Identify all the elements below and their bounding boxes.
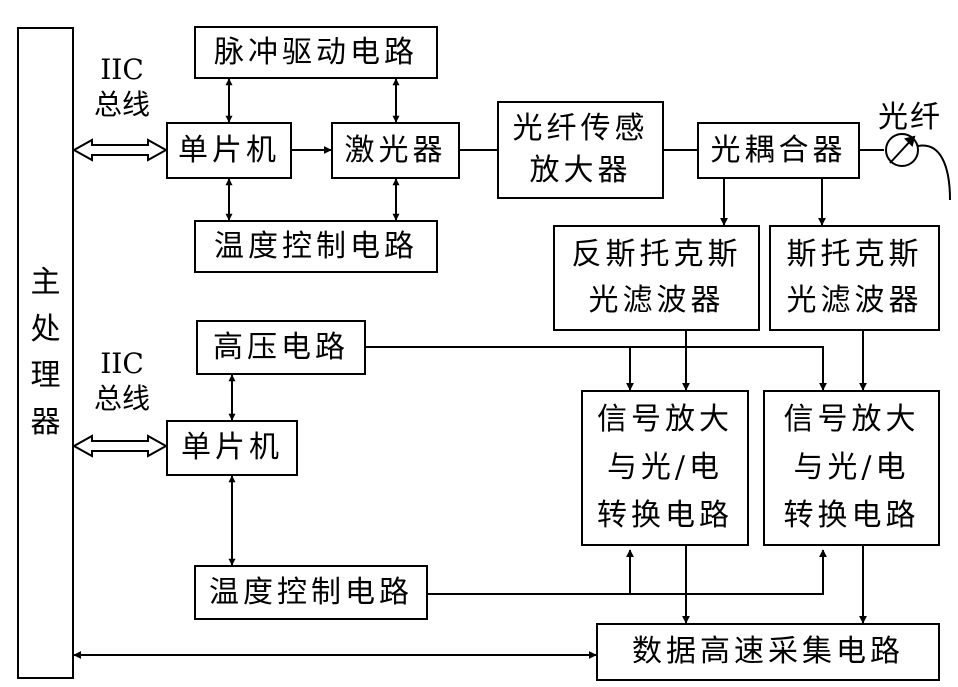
- top-iic-bus-arrow: [71, 138, 169, 162]
- top-mcu-box: 单片机: [166, 122, 292, 179]
- stokes-filter-box: 斯托克斯 光滤波器: [769, 225, 940, 331]
- top-bus-text: 总线: [93, 88, 150, 121]
- bottom-iic-text: IIC: [100, 347, 144, 380]
- bottom-iic-bus-label: IIC 总线: [86, 346, 158, 416]
- bottom-iic-bus-arrow: [71, 434, 169, 458]
- processor-char: 理: [30, 358, 61, 393]
- laser-box: 激光器: [331, 122, 460, 179]
- top-iic-bus-label: IIC 总线: [86, 52, 158, 122]
- anti-stokes-filter-box: 反斯托克斯 光滤波器: [553, 225, 760, 331]
- fiber-tail-line: [917, 144, 951, 201]
- main-processor-box: 主 处 理 器: [17, 27, 74, 679]
- data-acquisition-box: 数据高速采集电路: [596, 623, 940, 681]
- temp-control-feed-line: [428, 549, 827, 595]
- optical-coupler-box: 光耦合器: [697, 122, 860, 179]
- fiber-amplifier-box: 光纤传感 放大器: [497, 101, 664, 199]
- high-voltage-box: 高压电路: [196, 320, 366, 375]
- processor-char: 处: [30, 311, 61, 347]
- bottom-temp-control-box: 温度控制电路: [194, 565, 428, 620]
- converter-box-1: 信号放大 与光/电 转换电路: [581, 390, 749, 546]
- bottom-bus-text: 总线: [93, 382, 150, 415]
- top-iic-text: IIC: [100, 53, 144, 86]
- pulse-driver-box: 脉冲驱动电路: [194, 26, 438, 79]
- bottom-mcu-box: 单片机: [166, 420, 298, 476]
- converter-box-2: 信号放大 与光/电 转换电路: [763, 390, 940, 546]
- top-temp-control-box: 温度控制电路: [194, 220, 438, 273]
- processor-char: 主: [30, 265, 61, 300]
- high-voltage-feed-line: [366, 346, 827, 391]
- fiber-label: 光纤: [878, 100, 942, 135]
- processor-char: 器: [30, 404, 61, 440]
